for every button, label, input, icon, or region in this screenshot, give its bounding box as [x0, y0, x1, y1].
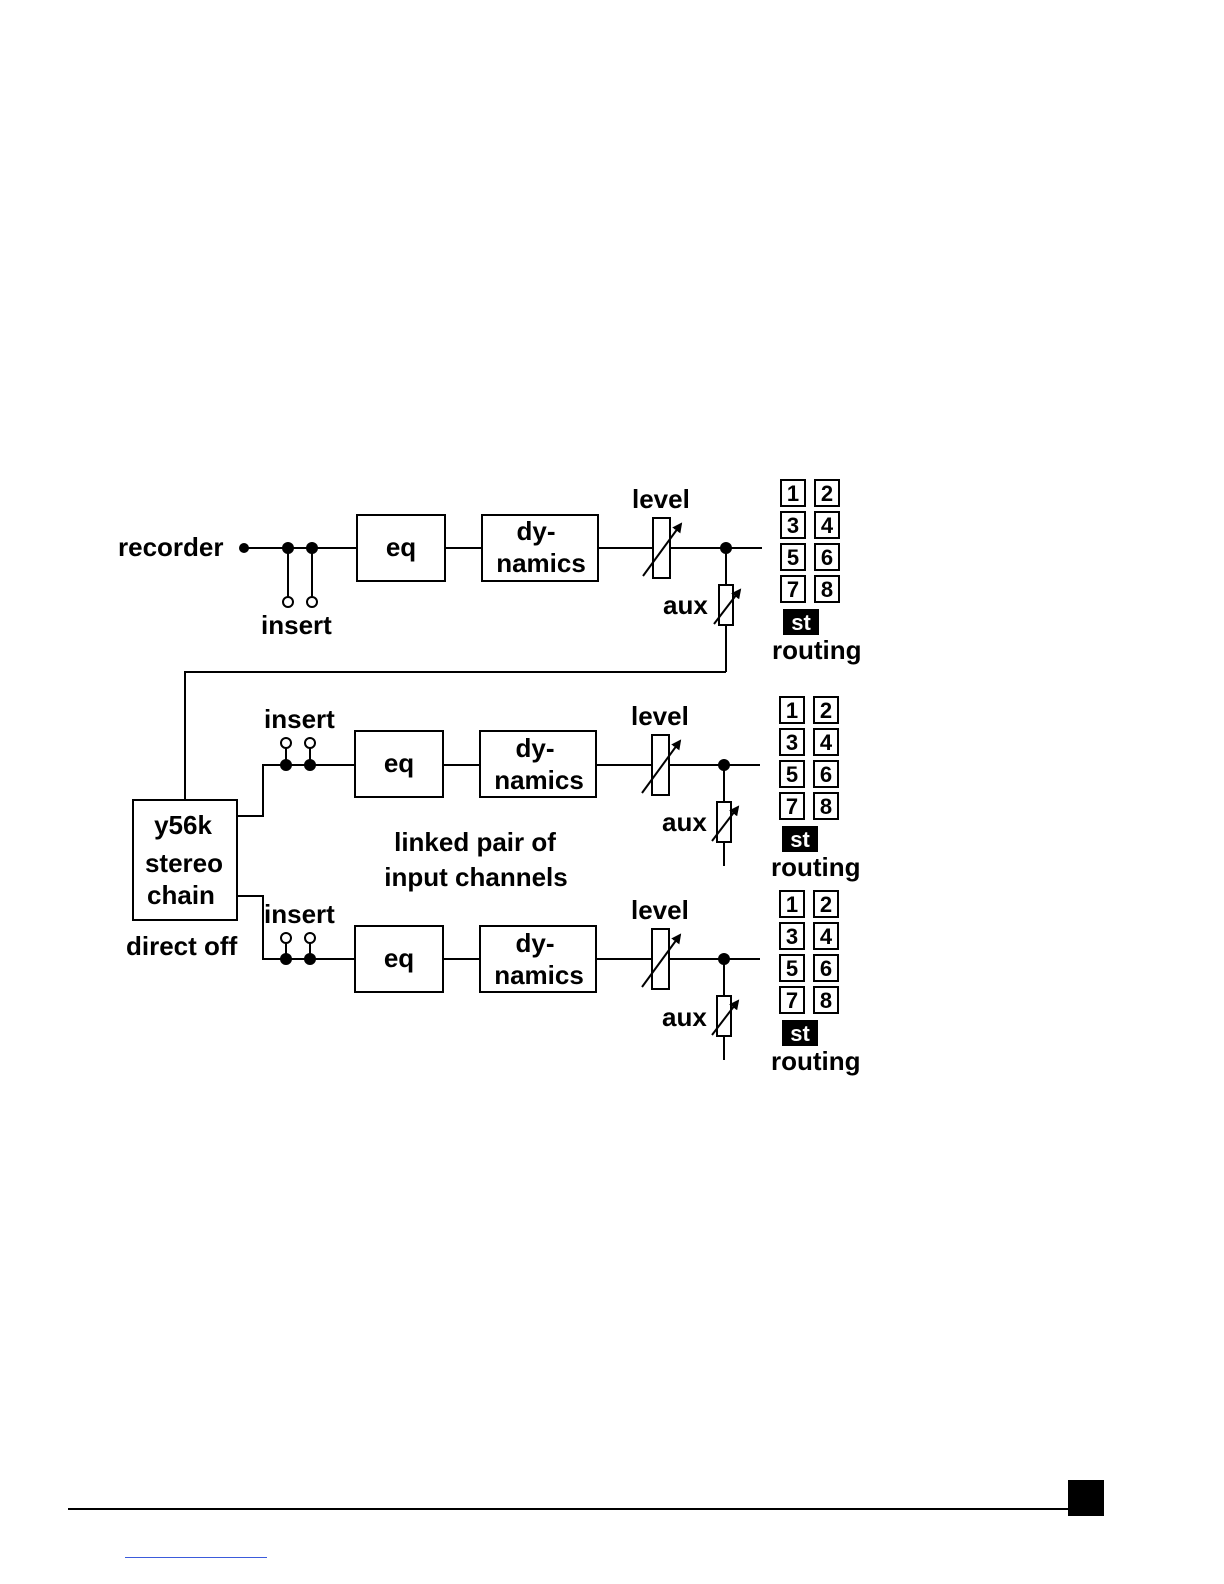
- level-label: level: [631, 895, 689, 925]
- chain-label-line2: stereo: [145, 848, 223, 878]
- level-fader-icon: [653, 518, 670, 578]
- svg-text:5: 5: [786, 956, 798, 981]
- level-fader-icon: [652, 929, 669, 989]
- svg-text:3: 3: [786, 730, 798, 755]
- svg-text:2: 2: [820, 698, 832, 723]
- svg-text:8: 8: [821, 577, 833, 602]
- dynamics-label-line1: dy-: [516, 928, 555, 958]
- insert-return-node: [304, 759, 316, 771]
- insert-send-node: [280, 759, 292, 771]
- aux-label: aux: [662, 1002, 707, 1032]
- insert-return-jack-icon: [305, 933, 315, 943]
- routing-label: routing: [771, 1046, 861, 1076]
- insert-send-jack-icon: [283, 597, 293, 607]
- dynamics-label-line1: dy-: [516, 733, 555, 763]
- insert-send-jack-icon: [281, 738, 291, 748]
- svg-text:8: 8: [820, 794, 832, 819]
- insert-label: insert: [264, 899, 335, 929]
- recorder-label: recorder: [118, 532, 224, 562]
- footer-rule: [68, 1508, 1070, 1510]
- level-label: level: [632, 484, 690, 514]
- stereo-chain-unit: y56k stereo chain direct off: [126, 800, 238, 961]
- level-fader-icon: [652, 735, 669, 795]
- chain-label-line1: y56k: [154, 810, 212, 840]
- caption-line2: input channels: [384, 862, 567, 892]
- insert-return-jack-icon: [305, 738, 315, 748]
- eq-label: eq: [384, 748, 414, 778]
- insert-return-node: [304, 953, 316, 965]
- aux-pot-icon: [717, 996, 731, 1036]
- channel-strip-linked-lower: insert eq dy- namics level aux 1 2 3: [264, 891, 861, 1076]
- routing-label: routing: [771, 852, 861, 882]
- level-label: level: [631, 701, 689, 731]
- insert-label: insert: [261, 610, 332, 640]
- svg-text:1: 1: [786, 698, 798, 723]
- dynamics-label-line2: namics: [494, 960, 584, 990]
- svg-text:2: 2: [820, 892, 832, 917]
- routing-buttons: 1 2 3 4 5 6 7 8 st: [781, 480, 839, 635]
- insert-return-jack-icon: [307, 597, 317, 607]
- svg-text:2: 2: [821, 481, 833, 506]
- routing-label: routing: [772, 635, 862, 665]
- channel-strip-linked-upper: insert eq dy- namics level aux 1 2 3: [264, 697, 861, 882]
- aux-to-chain-wire: [185, 672, 726, 800]
- svg-text:3: 3: [787, 513, 799, 538]
- dynamics-label-line2: namics: [496, 548, 586, 578]
- svg-text:7: 7: [787, 577, 799, 602]
- insert-send-node: [280, 953, 292, 965]
- svg-text:4: 4: [820, 730, 833, 755]
- chain-left-output-wire: [237, 765, 355, 816]
- svg-text:3: 3: [786, 924, 798, 949]
- svg-text:4: 4: [820, 924, 833, 949]
- svg-text:7: 7: [786, 794, 798, 819]
- routing-buttons: 1 2 3 4 5 6 7 8 st: [780, 697, 838, 852]
- dynamics-label-line1: dy-: [517, 516, 556, 546]
- aux-pot-icon: [719, 585, 733, 625]
- insert-label: insert: [264, 704, 335, 734]
- svg-text:st: st: [791, 610, 811, 635]
- svg-text:8: 8: [820, 988, 832, 1013]
- caption-line1: linked pair of: [394, 827, 556, 857]
- eq-label: eq: [384, 943, 414, 973]
- routing-buttons: 1 2 3 4 5 6 7 8 st: [780, 891, 838, 1046]
- insert-send-jack-icon: [281, 933, 291, 943]
- svg-text:5: 5: [786, 762, 798, 787]
- channel-strip-recorder: recorder insert eq dy- namics level aux: [118, 480, 862, 672]
- chain-label-line3: chain: [147, 880, 215, 910]
- aux-pot-icon: [717, 802, 731, 842]
- page-corner-marker: [1068, 1480, 1104, 1516]
- svg-text:st: st: [790, 1021, 810, 1046]
- footer-link-underline: [125, 1557, 267, 1558]
- dynamics-label-line2: namics: [494, 765, 584, 795]
- aux-label: aux: [663, 590, 708, 620]
- eq-label: eq: [386, 532, 416, 562]
- svg-text:6: 6: [821, 545, 833, 570]
- svg-text:7: 7: [786, 988, 798, 1013]
- svg-text:6: 6: [820, 956, 832, 981]
- aux-label: aux: [662, 807, 707, 837]
- svg-text:1: 1: [787, 481, 799, 506]
- direct-off-label: direct off: [126, 931, 238, 961]
- svg-text:st: st: [790, 827, 810, 852]
- svg-text:6: 6: [820, 762, 832, 787]
- svg-text:5: 5: [787, 545, 799, 570]
- svg-text:1: 1: [786, 892, 798, 917]
- svg-text:4: 4: [821, 513, 834, 538]
